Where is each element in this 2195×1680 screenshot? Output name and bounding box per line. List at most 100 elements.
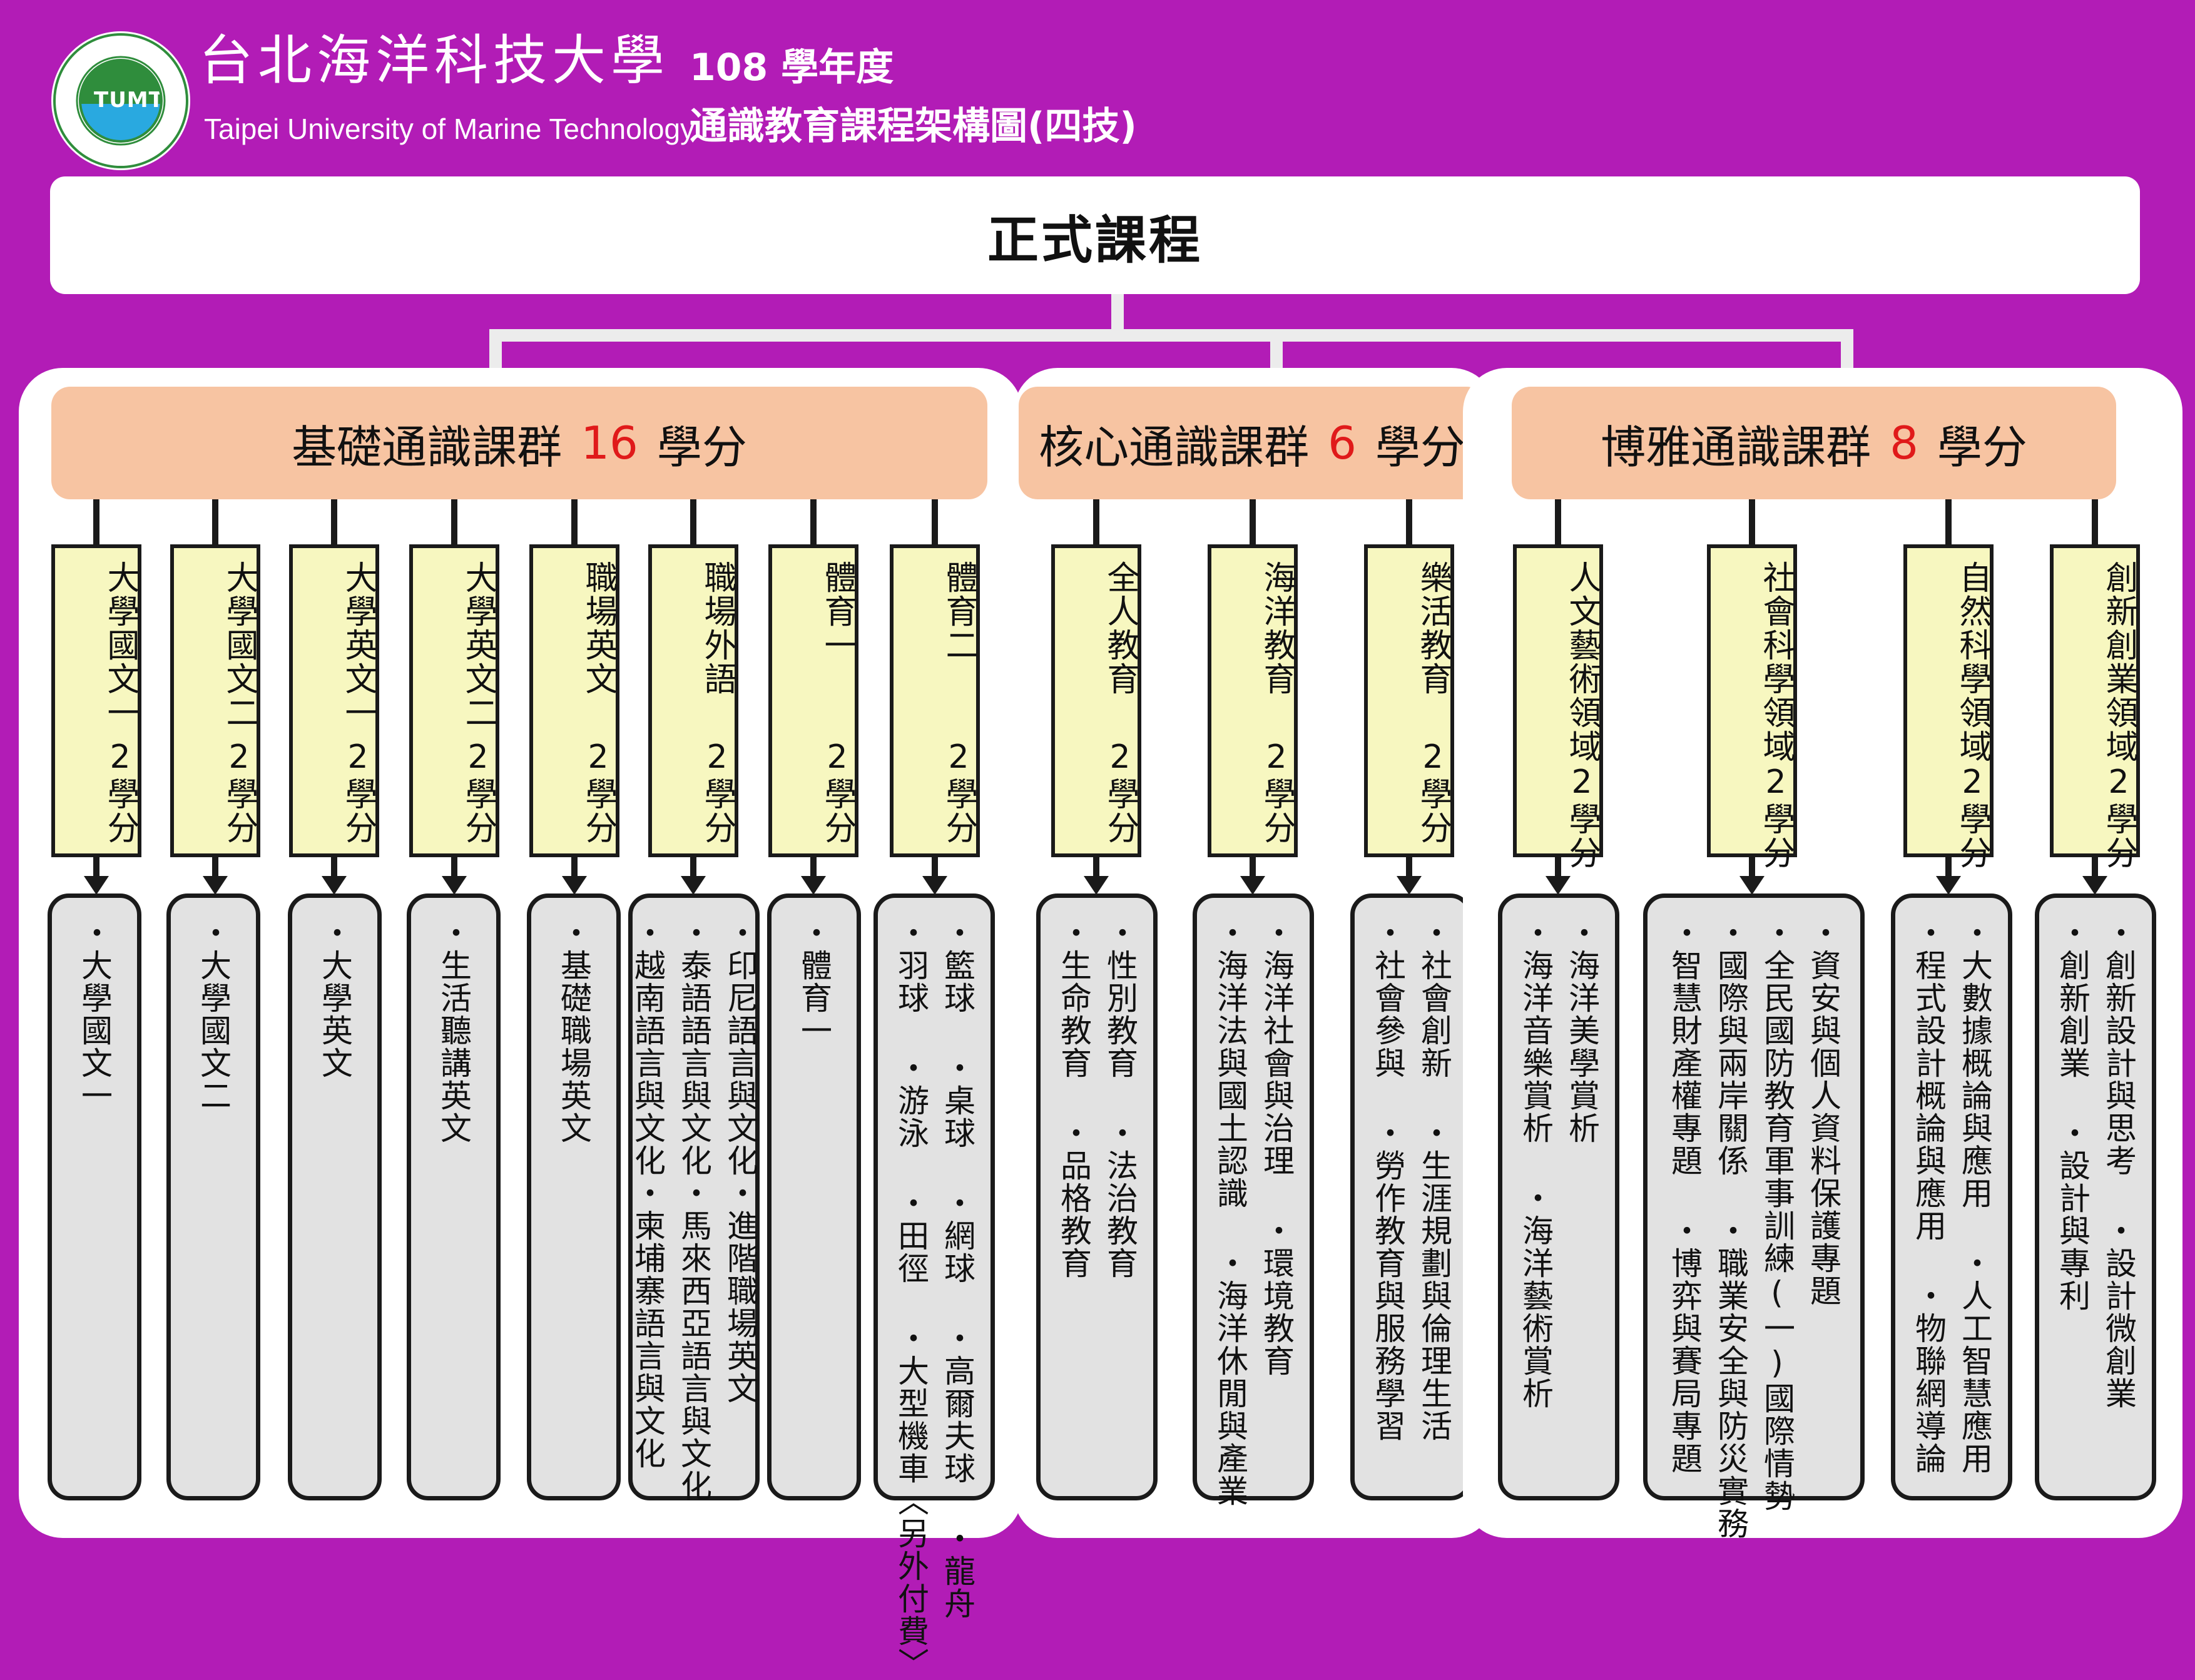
connector-course-items [1945, 857, 1952, 885]
connector-course-items [2092, 857, 2098, 885]
arrow-head [84, 876, 109, 895]
course-item: ・越南語言與文化・柬埔寨語言與文化 [629, 917, 666, 1470]
course-item: ・體育一 [796, 917, 832, 1047]
connector-head-course [1555, 499, 1561, 547]
group-credits: 16 [581, 417, 638, 469]
course-name: 自然科學領域2學分 [1953, 561, 1991, 870]
arrow-head [203, 876, 228, 895]
group-unit: 學分 [1937, 420, 2027, 474]
course-item: ・生活聽講英文 [435, 917, 472, 1144]
connector-head-course [451, 499, 457, 547]
connector-course-items [1406, 857, 1412, 885]
course-item: ・籃球 ・桌球 ・網球 ・高爾夫球 ・龍舟 [939, 917, 975, 1620]
course-item: ・大學英文 [317, 917, 353, 1079]
connector-course-items [810, 857, 817, 885]
connector-head-course [571, 499, 578, 547]
connector-right [1841, 329, 1853, 368]
connector-head-course [690, 499, 696, 547]
course-box: 社會科學領域2學分 [1707, 544, 1797, 870]
arrow-head [1397, 876, 1422, 895]
course-name: 職場外語 [698, 561, 736, 696]
connector-head-course [1406, 499, 1412, 547]
group-credits: 8 [1890, 417, 1918, 469]
connector-course-items [1749, 857, 1755, 885]
connector-head-course [1093, 499, 1099, 547]
course-box: 創新創業領域2學分 [2050, 544, 2140, 870]
course-items-box: ・大學國文二 [166, 893, 260, 1500]
course-box: 大學英文一 2學分 [289, 544, 379, 857]
course-item: ・社會創新 ・生涯規劃與倫理生活 [1416, 917, 1452, 1442]
connector-course-items [1093, 857, 1099, 885]
course-items-box: ・資安與個人資料保護專題・全民國防教育軍事訓練(一)國際情勢・國際與兩岸關係 ・… [1643, 893, 1865, 1540]
connector-head-course [1250, 499, 1256, 547]
course-name: 大學英文二 [459, 561, 497, 730]
course-credit: 2學分 [220, 738, 258, 845]
course-credit: 2學分 [698, 738, 736, 845]
course-name: 職場英文 [579, 561, 617, 696]
connector-bar [489, 329, 1853, 342]
arrow-head [1936, 876, 1961, 895]
school-name-cn: 台北海洋科技大學 [199, 29, 670, 92]
connector-trunk [1111, 294, 1124, 333]
connector-head-course [932, 499, 938, 547]
arrow-head [801, 876, 826, 895]
course-item: ・程式設計概論與應用 ・物聯網導論 [1910, 917, 1947, 1475]
course-name: 創新創業領域2學分 [2100, 561, 2137, 870]
course-box: 職場外語 2學分 [648, 544, 738, 857]
course-items-box: ・印尼語言與文化・進階職場英文・泰語語言與文化・馬來西亞語言與文化・越南語言與文… [628, 893, 760, 1502]
course-items-box: ・籃球 ・桌球 ・網球 ・高爾夫球 ・龍舟・羽球 ・游泳 ・田徑 ・大型機車〈另… [873, 893, 995, 1680]
course-name: 海洋教育 [1258, 561, 1295, 696]
arrow-head [922, 876, 947, 895]
course-item: ・大數據概論與應用 ・人工智慧應用 [1957, 917, 1993, 1475]
course-credit: 2學分 [1101, 738, 1139, 845]
course-items-box: ・海洋美學賞析・海洋音樂賞析 ・海洋藝術賞析 [1498, 893, 1619, 1500]
course-box: 體育一 2學分 [768, 544, 858, 857]
course-item: ・大學國文二 [195, 917, 232, 1112]
course-credit: 2學分 [339, 738, 377, 845]
course-name: 大學國文一 [101, 561, 139, 730]
course-credit: 2學分 [1258, 738, 1295, 845]
course-item: ・印尼語言與文化・進階職場英文 [722, 917, 758, 1405]
course-item: ・羽球 ・游泳 ・田徑 ・大型機車〈另外付費〉 [893, 917, 929, 1680]
formal-curriculum-box: 正式課程 [50, 176, 2140, 294]
course-items-box: ・大學英文 [288, 893, 382, 1500]
connector-head-course [810, 499, 817, 547]
connector-course-items [451, 857, 457, 885]
connector-course-items [690, 857, 696, 885]
diagram-title: 通識教育課程架構圖(四技) [690, 104, 1137, 148]
arrow-head [2082, 876, 2107, 895]
course-box: 人文藝術領域2學分 [1513, 544, 1603, 870]
course-name: 全人教育 [1101, 561, 1139, 696]
logo-emblem: TUMT [79, 59, 163, 143]
course-item: ・大學國文一 [76, 917, 113, 1112]
logo-wave [81, 104, 160, 140]
course-items-box: ・基礎職場英文 [527, 893, 621, 1500]
arrow-head [322, 876, 347, 895]
course-items-box: ・性別教育 ・法治教育・生命教育 ・品格教育 [1036, 893, 1158, 1500]
arrow-head [681, 876, 706, 895]
arrow-head [562, 876, 587, 895]
arrow-head [1240, 876, 1265, 895]
connector-course-items [93, 857, 99, 885]
connector-course-items [571, 857, 578, 885]
connector-head-course [2092, 499, 2098, 547]
connector-course-items [932, 857, 938, 885]
course-item: ・社會參與 ・勞作教育與服務學習 [1370, 917, 1406, 1442]
course-box: 大學國文二 2學分 [170, 544, 260, 857]
connector-head-course [93, 499, 99, 547]
group-name: 基礎通識課群 [292, 420, 563, 474]
course-name: 大學英文一 [339, 561, 377, 730]
logo-mark: TUMT [94, 88, 163, 113]
course-credit: 2學分 [818, 738, 856, 845]
course-item: ・全民國防教育軍事訓練(一)國際情勢 [1759, 917, 1795, 1512]
course-items-box: ・體育一 [767, 893, 861, 1500]
course-name: 體育一 [818, 561, 856, 662]
formal-curriculum-title: 正式課程 [987, 210, 1203, 270]
course-name: 大學國文二 [220, 561, 258, 730]
course-items-box: ・創新設計與思考 ・設計微創業・創新創業 ・設計與專利 [2035, 893, 2156, 1500]
